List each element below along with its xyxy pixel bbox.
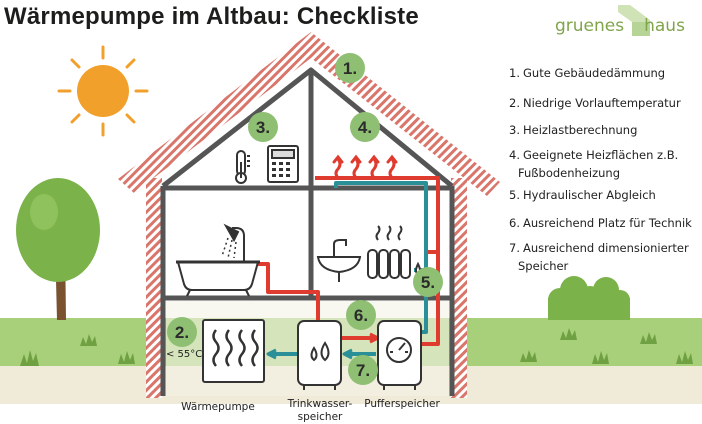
- page-title: Wärmepumpe im Altbau: Checkliste: [4, 3, 419, 30]
- svg-text:3.: 3.: [256, 118, 270, 137]
- bathtub-icon: [176, 223, 260, 297]
- brand-logo: gruenes haus: [555, 16, 685, 36]
- house-frame: [160, 67, 455, 396]
- checklist-item: 6.Ausreichend Platz für Technik: [509, 216, 692, 230]
- svg-text:7.: 7.: [356, 361, 370, 380]
- badge-6: 6.: [346, 300, 376, 330]
- buffer-tank: [377, 320, 422, 390]
- checklist-item: 4.Geeignete Heizflächen z.B.Fußbodenheiz…: [509, 148, 679, 180]
- badge-1: 1.: [335, 53, 365, 83]
- thermometer-icon: [235, 150, 250, 184]
- caption-buffer-tank: Pufferspeicher: [364, 398, 440, 410]
- gauge-icon: [386, 337, 412, 363]
- svg-text:1.: 1.: [343, 59, 357, 78]
- badge-3: 3.: [248, 112, 278, 142]
- brand-word-1: gruenes: [555, 16, 625, 36]
- right-wall-hatch: [451, 178, 467, 398]
- svg-text:2.: 2.: [175, 323, 189, 342]
- calculator-icon: [267, 145, 299, 183]
- svg-text:4.: 4.: [358, 118, 372, 137]
- house-logo-icon: [618, 5, 650, 36]
- svg-text:6.: 6.: [354, 306, 368, 325]
- left-wall-hatch: [146, 178, 162, 398]
- sun-icon: [57, 45, 149, 137]
- badge-5: 5.: [413, 267, 443, 297]
- tree-icon: [16, 178, 100, 320]
- badge-2: 2.: [167, 317, 197, 347]
- caption-heat-pump: Wärmepumpe: [181, 401, 255, 413]
- checklist-item: 2.Niedrige Vorlauftemperatur: [509, 96, 681, 110]
- radiator-icon: [367, 225, 421, 279]
- checklist-item: 3.Heizlastberechnung: [509, 123, 638, 137]
- checklist-item: 5.Hydraulischer Abgleich: [509, 188, 656, 202]
- caption-water-tank: Trinkwasser- speicher: [287, 398, 353, 423]
- brand-word-2: haus: [644, 16, 685, 36]
- svg-text:5.: 5.: [421, 273, 435, 292]
- grass-tufts: [20, 328, 693, 366]
- bush-icon: [548, 276, 630, 320]
- hot-pipes: [258, 176, 440, 346]
- water-tank: [297, 320, 342, 390]
- checklist-item: 1.Gute Gebäudedämmung: [509, 66, 666, 80]
- temperature-label: < 55°C: [166, 349, 202, 360]
- sink-icon: [316, 239, 362, 282]
- badge-4: 4.: [350, 112, 380, 142]
- badge-7: 7.: [348, 355, 378, 385]
- heat-waves-icon: [332, 154, 398, 180]
- water-drop-icon: [310, 341, 330, 362]
- heat-pump-unit: [202, 319, 265, 383]
